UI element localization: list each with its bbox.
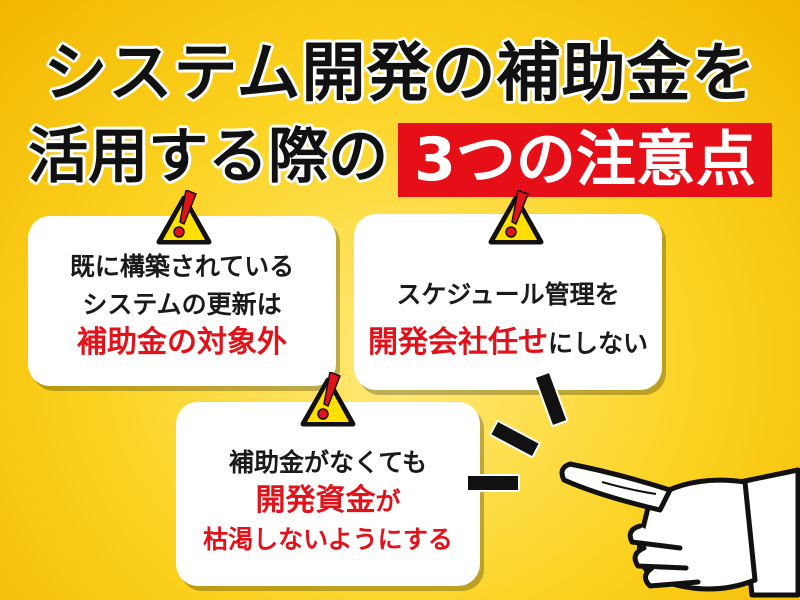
card-highlight: しないようにする (253, 525, 453, 554)
pointing-hand-icon (559, 461, 800, 598)
card-text-row: 開発会社任せにしない (354, 324, 662, 363)
card-text-row: 枯渇しないようにする (176, 521, 480, 559)
card-highlight: 開発資金 (255, 483, 376, 518)
title-line-2-plain: 活用する際の (28, 122, 389, 192)
warning-icon (488, 190, 544, 245)
card-highlight: が (375, 487, 401, 516)
card-text: スケジュール管理を (396, 280, 620, 309)
card-text: にしない (547, 329, 648, 358)
card-highlight: 開発会社任せ (367, 325, 548, 360)
warning-icon (300, 372, 356, 427)
warning-icon (156, 190, 212, 245)
card-development-funds: 補助金がなくても 開発資金が 枯渇しないようにする (176, 402, 480, 586)
emphasis-dash (466, 474, 520, 492)
title-highlight-box: 3つの注意点 (398, 123, 772, 198)
card-highlight: 枯渇 (203, 525, 254, 554)
card-text: 既に構築されている (69, 252, 295, 281)
card-text: システムの更新は (82, 290, 282, 319)
card-text: 補助金がなくても (228, 448, 427, 477)
title-line-1: システム開発の補助金を (43, 37, 757, 111)
card-highlight: 補助金の対象外 (77, 325, 287, 360)
card-text-row: 開発資金が (176, 482, 480, 521)
